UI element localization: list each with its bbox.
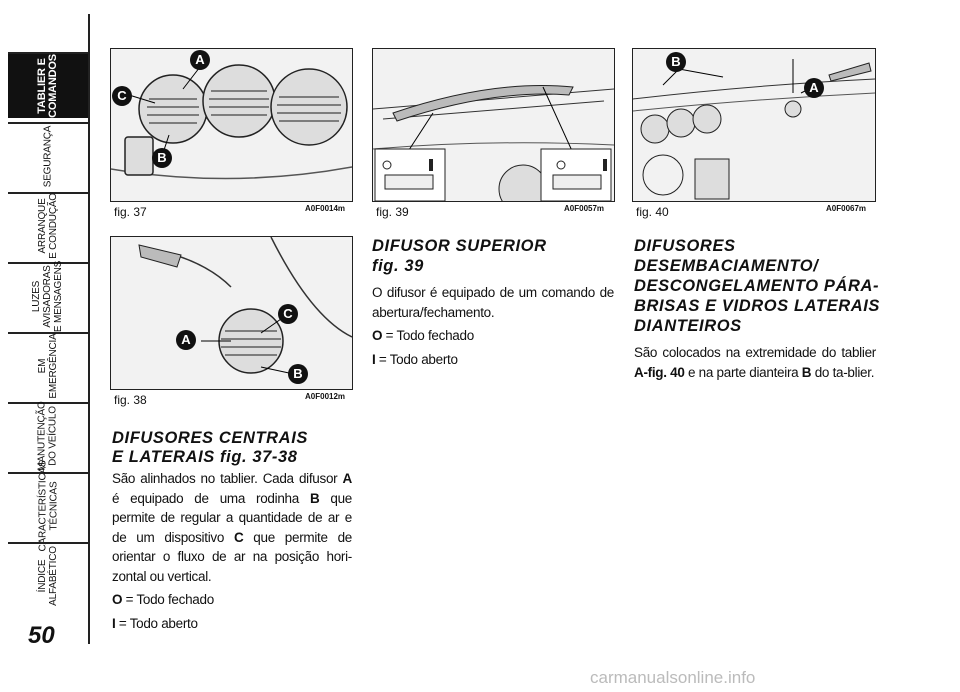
section-title-central-line2: E LATERAIS fig. 37-38	[112, 448, 298, 466]
figure-38-side-vent	[110, 236, 353, 390]
figure-40-defrost-vents	[632, 48, 876, 202]
superior-o-line: O = Todo fechado	[372, 328, 474, 343]
section-title-defrost-line1: DIFUSORES	[634, 237, 736, 255]
callout-a-fig37: A	[190, 50, 210, 70]
figure-40-caption: fig. 40	[636, 205, 669, 219]
callout-a-fig38: A	[176, 330, 196, 350]
section-superior-body: O difusor é equipado de um comando de ab…	[372, 283, 614, 373]
section-title-central-line1: DIFUSORES CENTRAIS	[112, 429, 308, 447]
tab-arranque-e-conducao[interactable]: ARRANQUE E CONDUÇÃO	[8, 192, 88, 259]
tab-tablier-e-comandos[interactable]: TABLIER E COMANDOS	[8, 52, 88, 118]
tab-em-emergencia[interactable]: EM EMERGÊNCIA	[8, 332, 88, 399]
central-paragraph: São alinhados no tablier. Cada difusor A…	[112, 471, 353, 584]
figure-38-caption: fig. 38	[114, 393, 147, 407]
central-i-line: I = Todo aberto	[112, 615, 198, 631]
chapter-sidebar: TABLIER E COMANDOS SEGURANÇA ARRANQUE E …	[0, 0, 96, 692]
watermark: carmanualsonline.info	[590, 668, 756, 687]
section-title-superior-line1: DIFUSOR SUPERIOR	[372, 237, 547, 255]
tab-indice-alfabetico[interactable]: ÍNDICE ALFABÉTICO	[8, 542, 88, 608]
figure-37-caption: fig. 37	[114, 205, 147, 219]
callout-b-fig40: B	[666, 52, 686, 72]
section-title-defrost-line4: BRISAS E VIDROS LATERAIS	[634, 297, 881, 315]
callout-c-fig37: C	[112, 86, 132, 106]
defrost-paragraph: São colocados na extremidade do tablier …	[634, 345, 876, 380]
figure-38-code: A0F0012m	[305, 392, 346, 401]
tab-seguranca[interactable]: SEGURANÇA	[8, 122, 88, 188]
callout-b-fig37: B	[152, 148, 172, 168]
sidebar-divider	[88, 14, 90, 644]
section-title-defrost-line5: DIANTEIROS	[634, 317, 742, 335]
section-defrost-body: São colocados na extremidade do tablier …	[634, 343, 876, 386]
section-title-defrost-line2: DESEMBACIAMENTO/	[634, 257, 819, 275]
figure-39-upper-vent	[372, 48, 615, 202]
figure-37-code: A0F0014m	[305, 204, 346, 213]
tab-manutencao[interactable]: MANUTENÇÃO DO VEÍCULO	[8, 401, 88, 471]
superior-paragraph: O difusor é equipado de um comando de ab…	[372, 285, 614, 320]
section-title-superior-line2: fig. 39	[372, 257, 424, 275]
section-central-body: São alinhados no tablier. Cada difusor A…	[112, 469, 352, 637]
central-o-line: O = Todo fechado	[112, 592, 214, 607]
callout-b-fig38: B	[288, 364, 308, 384]
tab-luzes-avisadoras[interactable]: LUZES AVISADORAS E MENSAGENS	[8, 260, 88, 332]
figure-37-central-vents	[110, 48, 353, 202]
superior-i-line: I = Todo aberto	[372, 351, 458, 367]
figure-39-caption: fig. 39	[376, 205, 409, 219]
callout-a-fig40: A	[804, 78, 824, 98]
page-number: 50	[28, 622, 55, 649]
section-title-defrost-line3: DESCONGELAMENTO PÁRA-	[634, 277, 880, 295]
tab-caracteristicas-tecnicas[interactable]: CARACTERÍSTICAS TÉCNICAS	[8, 461, 88, 551]
figure-39-code: A0F0057m	[564, 204, 605, 213]
figure-40-code: A0F0067m	[826, 204, 867, 213]
callout-c-fig38: C	[278, 304, 298, 324]
